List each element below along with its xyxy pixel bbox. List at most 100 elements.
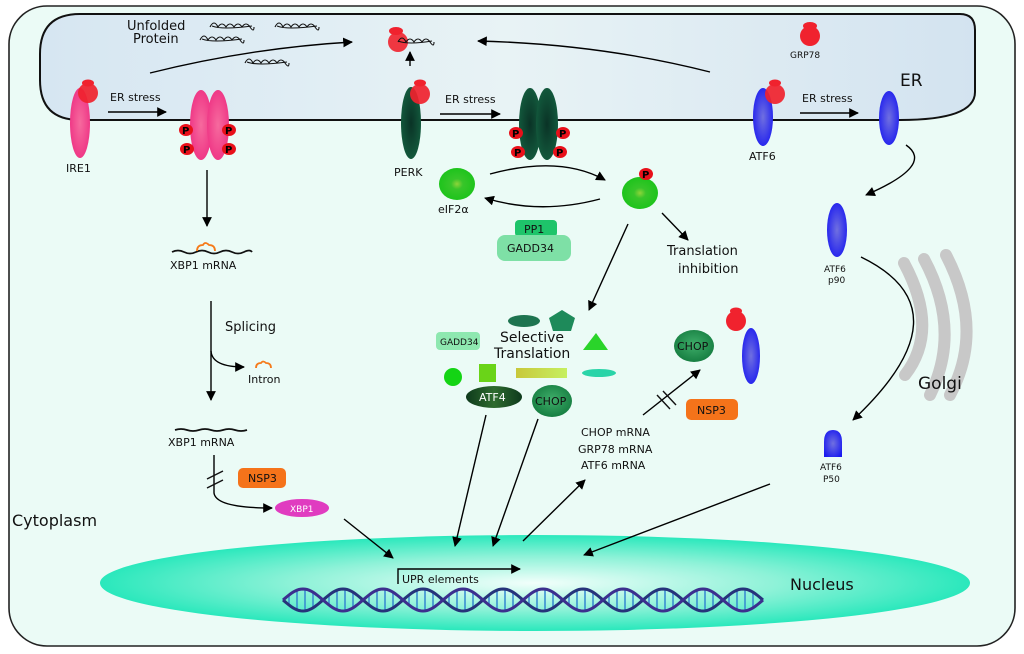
atf6-p90-label-1: ATF6: [824, 265, 846, 275]
atf6-p90-label-2: p90: [828, 276, 845, 286]
golgi-label: Golgi: [918, 374, 962, 394]
svg-text:P: P: [225, 126, 232, 137]
arrow-nucleus-to-mrna: [522, 479, 586, 542]
arrow-xbp1-to-nucleus: [343, 518, 394, 559]
pp1-label: PP1: [524, 223, 544, 236]
arrow-atf4-to-nucleus: [452, 414, 487, 547]
golgi-apparatus: [898, 249, 973, 401]
svg-text:P: P: [556, 148, 563, 159]
unfolded-protein-label-line2: Protein: [133, 32, 179, 47]
product-bar-icon: [516, 368, 567, 378]
dna-helix-icon: [282, 587, 764, 613]
arrow-to-selective-translation: [588, 223, 629, 311]
grp78-bound-protein-icon: [388, 27, 435, 52]
perk-label: PERK: [394, 166, 423, 179]
gadd34-label: GADD34: [507, 242, 554, 255]
arrow-golgi-cleavage: [852, 256, 915, 421]
nsp3-inhibition-mark-xbp1: [206, 470, 224, 489]
product-pentagon-icon: [549, 310, 575, 331]
ire1-dimer: [190, 90, 229, 160]
splicing-label: Splicing: [225, 320, 276, 335]
upr-elements-label: UPR elements: [402, 573, 479, 586]
xbp1-spliced-label: XBP1 mRNA: [168, 436, 235, 449]
ire1-stress-label: ER stress: [110, 91, 161, 104]
perk-phospho-sites: P P P P: [509, 127, 570, 159]
arrow-grp78-return: [477, 36, 711, 73]
ire1-phospho-sites: P P P P: [179, 124, 236, 156]
er-lumen: [39, 13, 976, 121]
atf6-target-protein: [742, 328, 760, 384]
nsp3-label-target: NSP3: [697, 404, 726, 417]
xbp1-unspliced-label: XBP1 mRNA: [170, 259, 237, 272]
svg-text:P: P: [559, 129, 566, 140]
grp78-perk-icon: [410, 79, 430, 104]
atf6-p50-protein: [824, 430, 842, 457]
grp78-mrna-label: GRP78 mRNA: [578, 443, 653, 456]
product-small-ellipse-icon: [582, 369, 616, 377]
product-ellipse-icon: [508, 315, 540, 327]
svg-text:P: P: [182, 126, 189, 137]
grp78-atf6-icon: [765, 79, 785, 104]
svg-text:P: P: [512, 129, 519, 140]
unfolded-protein-label-line1: Unfolded: [127, 19, 185, 34]
svg-text:P: P: [514, 148, 521, 159]
product-triangle-icon: [583, 333, 608, 350]
chop-label-perk: CHOP: [535, 395, 567, 408]
arrow-p50-to-nucleus: [583, 483, 771, 557]
svg-text:P: P: [642, 170, 649, 181]
atf6-monomer: [753, 88, 773, 146]
pp1-box: [515, 220, 557, 237]
selective-translation-label-2: Translation: [493, 346, 570, 362]
product-square-icon: [479, 364, 496, 382]
nsp3-label-xbp1: NSP3: [248, 472, 277, 485]
arrow-eif2a-dephosphorylation: [484, 195, 601, 208]
chop-label-target: CHOP: [677, 340, 709, 353]
cytoplasm-label: Cytoplasm: [12, 511, 97, 530]
ire1-label: IRE1: [66, 162, 91, 175]
intron-excision-arrow: [210, 350, 245, 372]
arrow-chop-to-nucleus: [491, 418, 539, 547]
grp78-label: GRP78: [790, 51, 820, 61]
atf6-p50-label-1: ATF6: [820, 463, 842, 473]
atf6-activated: [879, 91, 899, 145]
p-eif2a-phospho: [639, 168, 653, 180]
nsp3-box-xbp1: [238, 468, 286, 488]
perk-stress-label: ER stress: [445, 93, 496, 106]
chop-protein-target: [674, 330, 714, 362]
selective-translation-label-1: Selective: [500, 330, 564, 346]
grp78-ire1-icon: [78, 79, 98, 103]
translation-inhibition-label-1: Translation: [666, 244, 738, 259]
atf6-mrna-label: ATF6 mRNA: [581, 459, 646, 472]
svg-text:P: P: [183, 145, 190, 156]
atf6-p90-protein: [827, 203, 847, 257]
gadd34-small-label: GADD34: [440, 338, 479, 348]
arrow-mrna-translation: [642, 369, 701, 416]
dna-strand: [282, 587, 764, 613]
atf6-label: ATF6: [749, 150, 776, 163]
gadd34-box: [497, 235, 571, 261]
arrow-atf6-to-golgi: [865, 144, 916, 196]
translation-inhibition-label-2: inhibition: [678, 262, 738, 277]
grp78-icon: [800, 22, 820, 46]
eif2a-label: eIF2α: [438, 203, 469, 216]
xbp1-unspliced-mrna-icon: [171, 242, 253, 255]
product-octagon-icon: [444, 368, 462, 386]
upr-promoter-arrow: [397, 564, 521, 584]
xbp1-protein-label: XBP1: [290, 505, 314, 515]
atf6-stress-label: ER stress: [802, 92, 853, 105]
gadd34-small-box: [436, 332, 480, 350]
unfolded-protein-icon: [199, 22, 320, 67]
nucleus-label: Nucleus: [790, 575, 854, 594]
atf6-p50-label-2: P50: [823, 475, 840, 485]
perk-monomer: [401, 87, 421, 159]
intron-icon: [255, 360, 272, 369]
intron-label: Intron: [248, 373, 281, 386]
svg-text:P: P: [225, 145, 232, 156]
nsp3-inhibition-mark-target: [656, 390, 677, 410]
xbp1-spliced-mrna-icon: [174, 428, 248, 432]
atf4-label: ATF4: [479, 391, 506, 404]
chop-mrna-label: CHOP mRNA: [581, 426, 650, 439]
xbp1-protein: [275, 499, 329, 517]
arrow-eif2a-phosphorylation: [489, 165, 606, 181]
